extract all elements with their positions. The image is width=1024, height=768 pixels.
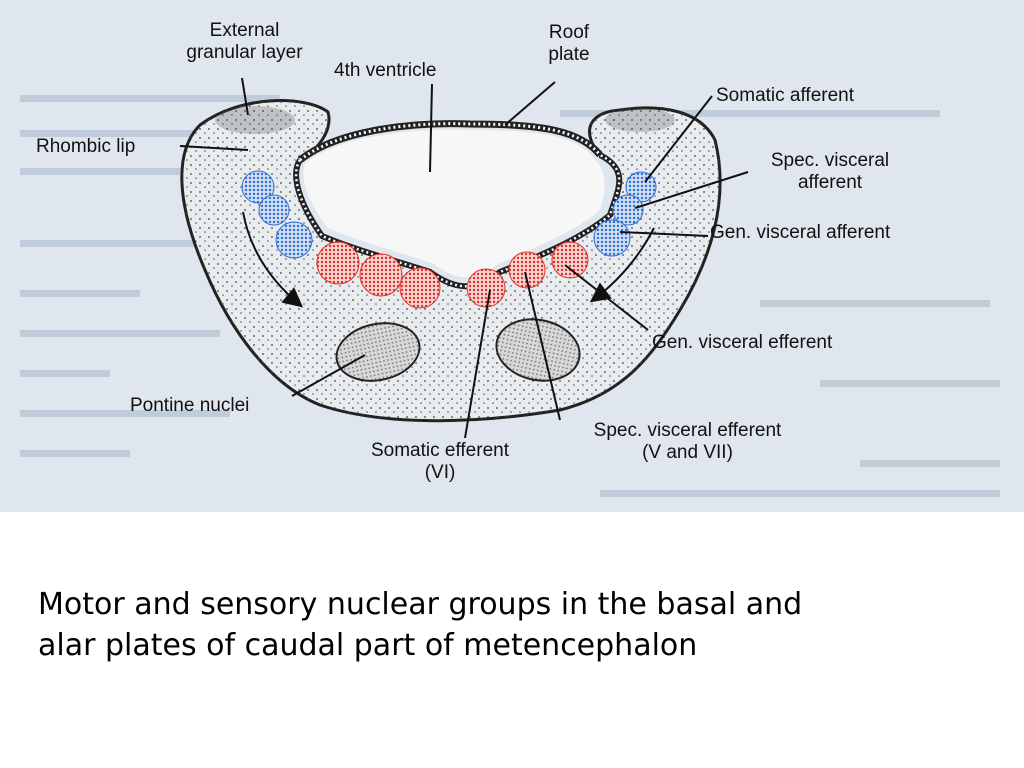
label-somatic-efferent: Somatic efferent (VI) xyxy=(345,440,535,484)
label-roof-plate-line2: plate xyxy=(548,44,590,65)
label-external-granular-layer-line2: granular layer xyxy=(186,42,303,63)
diagram-svg xyxy=(20,77,1000,497)
label-fourth-ventricle: 4th ventricle xyxy=(334,60,437,81)
label-spec-visceral-afferent-line2: afferent xyxy=(797,172,863,193)
label-pontine-nuclei: Pontine nuclei xyxy=(130,395,250,416)
caption-line-1: Motor and sensory nuclear groups in the … xyxy=(38,587,803,622)
pontine-nucleus-right xyxy=(495,318,581,382)
label-rhombic-lip: Rhombic lip xyxy=(36,136,136,157)
label-somatic-afferent: Somatic afferent xyxy=(716,85,855,106)
label-spec-visceral-afferent: Spec. visceral afferent xyxy=(740,150,920,194)
label-spec-visceral-efferent-line1: Spec. visceral efferent xyxy=(593,420,782,441)
arrows xyxy=(242,211,655,308)
efferent-nuclei xyxy=(316,241,589,309)
label-gen-visceral-afferent: Gen. visceral afferent xyxy=(710,222,891,243)
label-external-granular-layer-line1: External xyxy=(209,20,280,41)
fourth-ventricle-cavity xyxy=(303,129,605,278)
label-spec-visceral-efferent-line2: (V and VII) xyxy=(642,442,733,463)
label-roof-plate-line1: Roof xyxy=(548,22,590,43)
pontine-nucleus-left xyxy=(335,322,421,382)
diagram-figure: External granular layer 4th ventricle Ro… xyxy=(0,0,1024,512)
label-spec-visceral-afferent-line1: Spec. visceral xyxy=(770,150,890,171)
label-external-granular-layer: External granular layer xyxy=(162,20,327,64)
label-somatic-efferent-line1: Somatic efferent xyxy=(370,440,509,461)
afferent-nuclei-left xyxy=(241,170,313,259)
label-gen-visceral-efferent: Gen. visceral efferent xyxy=(652,332,833,353)
label-spec-visceral-efferent: Spec. visceral efferent (V and VII) xyxy=(555,420,820,464)
background-texture xyxy=(20,95,1000,497)
label-roof-plate: Roof plate xyxy=(524,22,614,66)
caption-line-2: alar plates of caudal part of metencepha… xyxy=(38,628,698,663)
label-somatic-efferent-line2: (VI) xyxy=(424,462,456,483)
slide-caption: Motor and sensory nuclear groups in the … xyxy=(38,584,998,666)
afferent-nuclei-right xyxy=(593,171,657,257)
